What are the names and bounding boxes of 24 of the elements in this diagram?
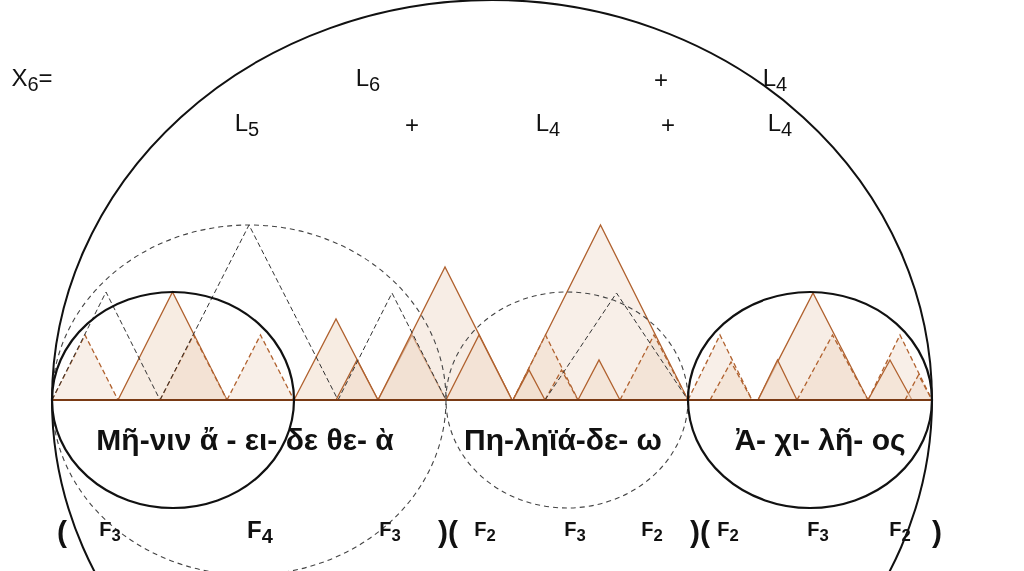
tree-label: L$_{5}$ <box>234 110 260 140</box>
tree-label: L$_{4}$ <box>767 110 793 140</box>
foot-label: F$_{2}$ <box>474 519 496 545</box>
tree-label: L$_{4}$ <box>762 65 788 95</box>
plus-sign: + <box>661 113 675 137</box>
tree-label: L$_{4}$ <box>535 110 561 140</box>
foot-label: F$_{3}$ <box>99 519 121 545</box>
plus-sign: + <box>654 68 668 92</box>
foot-label: F$_{2}$ <box>641 519 663 545</box>
foot-label: F$_{2}$ <box>717 519 739 545</box>
tree-label: L$_{6}$ <box>355 65 381 95</box>
foot-label: F$_{3}$ <box>564 519 586 545</box>
syllable-text: Ἀ- χι- λῆ- ος <box>734 425 906 455</box>
bracket: )( <box>438 517 458 547</box>
foot-label: F$_{3}$ <box>379 519 401 545</box>
bracket: )( <box>690 517 710 547</box>
plus-sign: + <box>405 113 419 137</box>
foot-label: F$_{3}$ <box>807 519 829 545</box>
formula-label: X$_{6}$= <box>11 65 53 95</box>
syllable-text: Μῆ-νιν ἄ - ει- δε θε- ὰ <box>96 425 394 455</box>
bracket: ) <box>932 517 942 547</box>
bracket: ( <box>57 517 67 547</box>
syllable-text: Πη-ληϊά-δε- ω <box>464 425 662 455</box>
foot-label: F$_{4}$ <box>247 517 273 547</box>
